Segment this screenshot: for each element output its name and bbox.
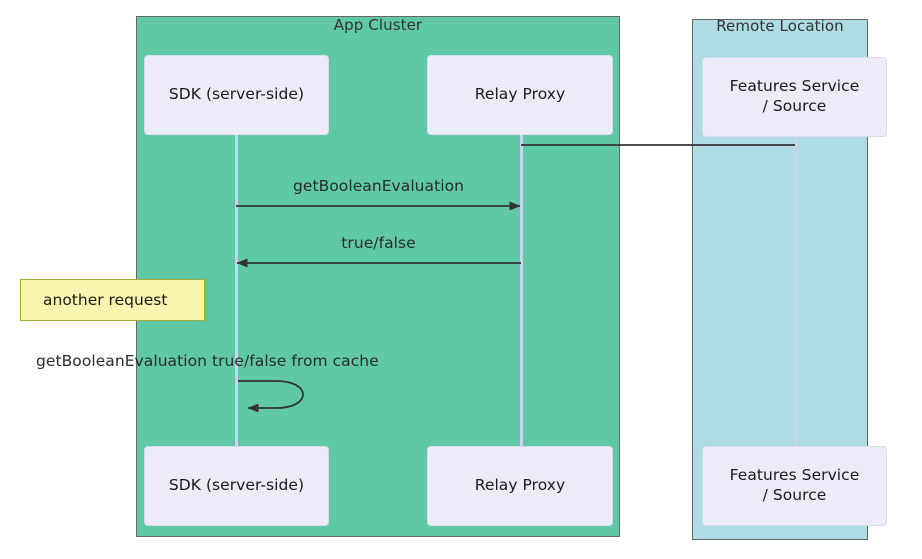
lifeline-sdk	[235, 135, 238, 447]
label-true-false-response: true/false	[341, 234, 416, 252]
actor-features-service-top-label-line2: / Source	[762, 97, 827, 115]
note-another-request-text: another request	[43, 291, 168, 309]
actor-relay-proxy-bottom-label: Relay Proxy	[474, 476, 566, 495]
actor-sdk-top-label: SDK (server-side)	[168, 85, 305, 104]
group-app-cluster-title: App Cluster	[333, 16, 423, 34]
actor-features-service-bottom-label-line1: Features Service	[729, 466, 860, 485]
actor-relay-proxy-top-label: Relay Proxy	[474, 85, 566, 104]
label-self-cache-lookup: getBooleanEvaluation true/false from cac…	[36, 352, 379, 370]
actor-sdk-bottom[interactable]: SDK (server-side)	[144, 446, 329, 526]
actor-features-service-bottom-label-line2: / Source	[762, 486, 827, 504]
lifeline-relay-proxy	[520, 135, 523, 447]
actor-features-service-top[interactable]: Features Service / Source	[702, 57, 887, 137]
actor-relay-proxy-top[interactable]: Relay Proxy	[427, 55, 613, 135]
actor-sdk-top[interactable]: SDK (server-side)	[144, 55, 329, 135]
note-another-request[interactable]: another request	[20, 279, 205, 321]
label-get-boolean-evaluation: getBooleanEvaluation	[292, 177, 464, 195]
actor-sdk-bottom-label: SDK (server-side)	[168, 476, 305, 495]
lifeline-features-service	[794, 137, 797, 447]
actor-features-service-top-label-line1: Features Service	[729, 77, 860, 96]
group-remote-location-title: Remote Location	[716, 17, 844, 35]
actor-relay-proxy-bottom[interactable]: Relay Proxy	[427, 446, 613, 526]
actor-features-service-bottom[interactable]: Features Service / Source	[702, 446, 887, 526]
